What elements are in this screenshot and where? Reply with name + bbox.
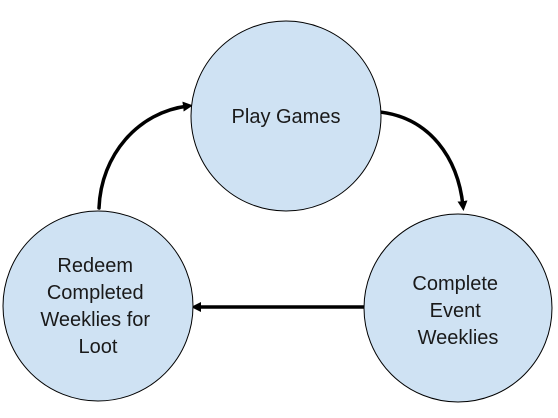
node-redeem-weeklies-for-loot-label: Redeem Completed Weeklies for Loot — [40, 255, 155, 358]
node-redeem-line-3: Weeklies for — [40, 309, 150, 331]
node-complete-event-weeklies-label: Complete Event Weeklies — [412, 273, 503, 349]
node-complete-event-weeklies: Complete Event Weeklies — [363, 213, 553, 403]
node-complete-line-2: Event — [430, 300, 482, 322]
node-complete-line-1: Complete — [412, 273, 498, 295]
node-redeem-line-4: Loot — [79, 336, 118, 358]
node-redeem-weeklies-for-loot-circle — [2, 210, 194, 402]
node-complete-event-weeklies-circle — [363, 213, 553, 403]
node-play-games: Play Games — [190, 20, 382, 212]
node-redeem-line-1: Redeem — [57, 255, 133, 277]
edge-redeem-to-play — [97, 101, 193, 210]
node-redeem-line-2: Completed — [47, 282, 144, 304]
node-complete-line-3: Weeklies — [418, 327, 499, 349]
edge-play-to-complete — [378, 110, 468, 211]
node-play-games-circle — [190, 20, 382, 212]
node-play-games-label: Play Games — [232, 106, 341, 128]
node-redeem-weeklies-for-loot: Redeem Completed Weeklies for Loot — [2, 210, 194, 402]
